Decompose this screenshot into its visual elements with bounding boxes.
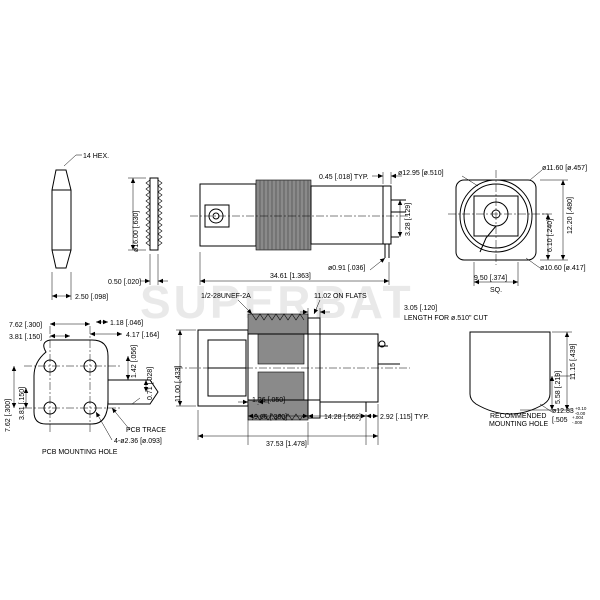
hole-dia-inch-label: [.505 (552, 417, 568, 424)
pcb-d1-label: 7.62 [.300] (9, 322, 42, 329)
pcb-d4-label: 4.17 [.164] (126, 332, 159, 339)
front-inner-dia-label: ø10.60 [ø.417] (540, 265, 586, 272)
pcb-trace-label: PCB TRACE (126, 427, 166, 434)
pcb-d5-label: 1.42 [.056] (131, 345, 138, 378)
connector-section-view: 1/2-28UNEF-2A 11.02 ON FLATS 3.05 [.120]… (175, 293, 488, 448)
front-outer-dia-label: ø12.95 [ø.510] (398, 170, 444, 177)
washer-thickness-label: 0.50 [.020] (108, 279, 141, 286)
hole-title-line1: RECOMMENDED (490, 413, 546, 420)
front-half-label: 6.10 [.240] (547, 219, 554, 252)
d966-label: 9.66 [.380] (254, 414, 287, 421)
pin-height-label: 3.28 [.129] (405, 203, 412, 236)
section-total-label: 37.53 [1.478] (266, 441, 307, 448)
hole-height1-label: 11.15 [.439] (570, 343, 577, 380)
pcb-d2-label: 3.81 [.150] (9, 334, 42, 341)
front-sq-label: 9.50 [.374] (474, 275, 507, 282)
pcb-layout-view: 7.62 [.300] 3.81 [.150] 1.18 [.046] 4.17… (5, 319, 166, 456)
hole-dia-tol-minus: -0.00 (575, 411, 586, 416)
washer-dia-label: ø16.00 [.630] (133, 211, 140, 252)
hole-dia-tol-plus: +0.10 (575, 406, 587, 411)
hex-label: 14 HEX. (83, 153, 109, 160)
thread-label: 1/2-28UNEF-2A (201, 293, 251, 300)
front-dia2-label: ø11.60 [ø.457] (542, 165, 587, 172)
cut-line2-label: LENGTH FOR ø.510" CUT (404, 315, 488, 322)
d1428-label: 14.28 [.562] (324, 414, 361, 421)
d292-label: 2.92 [.115] TYP. (380, 414, 429, 421)
mounting-hole-view: 11.15 [.439] 5.58 [.219] ø12.83 +0.10 -0… (469, 331, 587, 428)
front-height-label: 12.20 [.480] (567, 197, 574, 234)
side-length-label: 34.61 [1.363] (270, 273, 311, 280)
pcb-title: PCB MOUNTING HOLE (42, 449, 118, 456)
pcb-d6-label: 0.71 [.028] (147, 367, 154, 400)
connector-front-view: ø12.95 [ø.510] ø11.60 [ø.457] 12.20 [.48… (398, 165, 587, 294)
hex-nut-side-view: 14 HEX. 2.50 [.098] (51, 153, 109, 301)
flange-thickness-label: 0.45 [.018] TYP. (319, 174, 369, 181)
flats-label: 11.02 ON FLATS (314, 293, 367, 300)
pin-dia-label: ø0.91 [.036] (328, 265, 365, 272)
hole-inch-tol-plus: +.004 (572, 415, 584, 420)
d126-label: 1.26 [.050] (252, 397, 285, 404)
cut-line1-label: 3.05 [.120] (404, 305, 437, 312)
hole-inch-tol-minus: -.000 (572, 420, 583, 425)
hole-dia-label: ø12.83 (552, 408, 574, 415)
hole-height2-label: 5.58 [.219] (555, 371, 562, 404)
lock-washer-view: ø16.00 [.630] 0.45 [.018] TYP. 0.50 [.02… (108, 177, 168, 286)
connector-side-view: 0.45 [.018] TYP. 3.28 [.129] ø0.91 [.036… (190, 172, 412, 285)
pcb-d7-label: 7.62 [.300] (5, 399, 12, 432)
front-sq-suffix: SQ. (490, 287, 502, 294)
section-height-label: 11.00 [.433] (175, 365, 182, 402)
pcb-holes-label: 4-ø2.36 [ø.093] (114, 438, 162, 445)
pcb-d8-label: 3.81 [.150] (19, 387, 26, 420)
nut-thickness-label: 2.50 [.098] (75, 294, 108, 301)
hole-title-line2: MOUNTING HOLE (489, 421, 548, 428)
pcb-d3-label: 1.18 [.046] (110, 320, 143, 327)
